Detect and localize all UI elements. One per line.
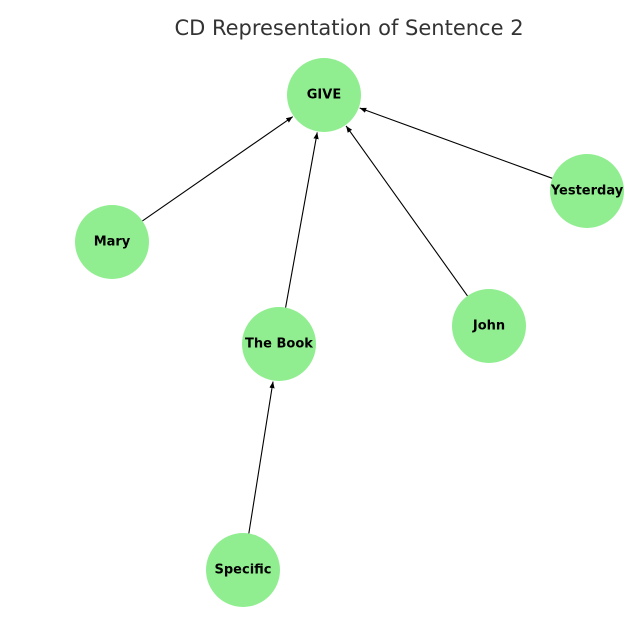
node-john: John bbox=[452, 289, 526, 363]
edge-yesterday-to-give bbox=[359, 107, 553, 179]
node-circle-yesterday bbox=[550, 154, 624, 228]
edges-layer bbox=[142, 107, 553, 534]
node-label-yesterday: Yesterday bbox=[550, 184, 624, 199]
node-label-give: GIVE bbox=[307, 88, 341, 103]
node-circle-specific bbox=[206, 533, 280, 607]
diagram-title: CD Representation of Sentence 2 bbox=[174, 16, 524, 40]
node-circle-mary bbox=[75, 205, 149, 279]
node-label-john: John bbox=[472, 319, 505, 334]
node-label-the-book: The Book bbox=[245, 337, 313, 352]
node-give: GIVE bbox=[287, 58, 361, 132]
node-the-book: The Book bbox=[242, 307, 316, 381]
node-label-mary: Mary bbox=[94, 235, 131, 250]
edge-john-to-give bbox=[345, 125, 468, 297]
node-circle-give bbox=[287, 58, 361, 132]
edge-mary-to-give bbox=[142, 116, 294, 222]
edge-specific-to-the-book bbox=[248, 381, 275, 534]
node-mary: Mary bbox=[75, 205, 149, 279]
node-specific: Specific bbox=[206, 533, 280, 607]
node-yesterday: Yesterday bbox=[550, 154, 624, 228]
node-circle-the-book bbox=[242, 307, 316, 381]
node-label-specific: Specific bbox=[215, 563, 272, 578]
node-circle-john bbox=[452, 289, 526, 363]
edge-the-book-to-give bbox=[285, 132, 319, 308]
